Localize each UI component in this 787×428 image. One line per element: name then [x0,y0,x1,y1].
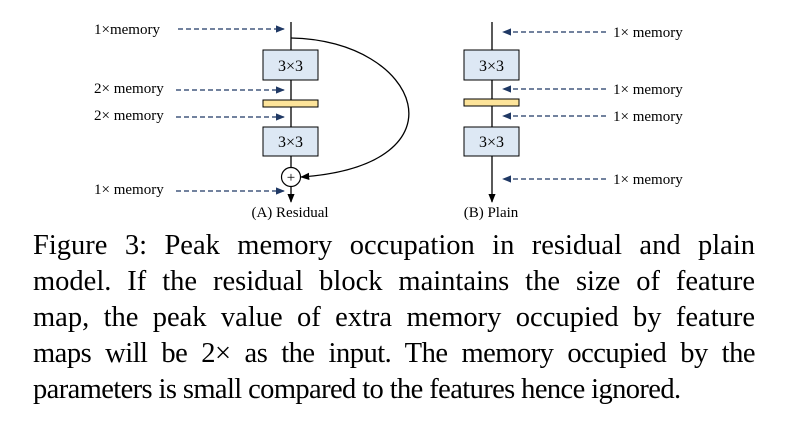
residual-memory-label-3: 2× memory [94,108,164,124]
skip-connection-arc [290,37,410,181]
caption-line-4: maps will be 2× as the input. The memory… [33,338,756,369]
residual-conv-block-2: 3×3 [262,126,319,157]
figure-caption: Figure 3: Peak memory occupation in resi… [33,228,756,408]
residual-conv-block-2-label: 3×3 [278,134,303,151]
memory-diagram: 3×3 3×3 + 1×memory 2× memory 2× memory 1… [94,22,683,221]
plain-conv-block-1: 3×3 [463,49,520,81]
plain-memory-label-3: 1× memory [613,109,683,125]
plain-memory-label-1: 1× memory [613,25,683,41]
residual-norm-bar [262,99,319,108]
residual-memory-label-1: 1×memory [94,22,160,38]
plain-memory-label-4: 1× memory [613,172,683,188]
residual-conv-block-1: 3×3 [262,49,319,81]
caption-line-1: Figure 3: Peak memory occupation in resi… [33,230,755,261]
caption-line-3: map, the peak value of extra memory occu… [33,302,755,333]
plain-conv-block-1-label: 3×3 [479,58,504,75]
residual-conv-block-1-label: 3×3 [278,58,303,75]
residual-panel-label: (A) Residual [251,205,328,221]
add-node-plus-icon: + [287,170,295,186]
add-node: + [280,166,302,188]
plain-conv-block-2: 3×3 [463,126,520,157]
residual-memory-label-4: 1× memory [94,182,164,198]
plain-panel-label: (B) Plain [464,205,519,221]
caption-line-2: model. If the residual block maintains t… [33,266,755,297]
residual-panel: 3×3 3×3 + 1×memory 2× memory 2× memory 1… [94,22,410,221]
plain-conv-block-2-label: 3×3 [479,134,504,151]
plain-memory-label-2: 1× memory [613,82,683,98]
plain-norm-bar [463,98,520,107]
residual-memory-label-2: 2× memory [94,81,164,97]
caption-line-5: parameters is small compared to the feat… [33,374,681,405]
plain-panel: 3×3 3×3 1× memory 1× memory 1× memory 1×… [463,22,683,221]
